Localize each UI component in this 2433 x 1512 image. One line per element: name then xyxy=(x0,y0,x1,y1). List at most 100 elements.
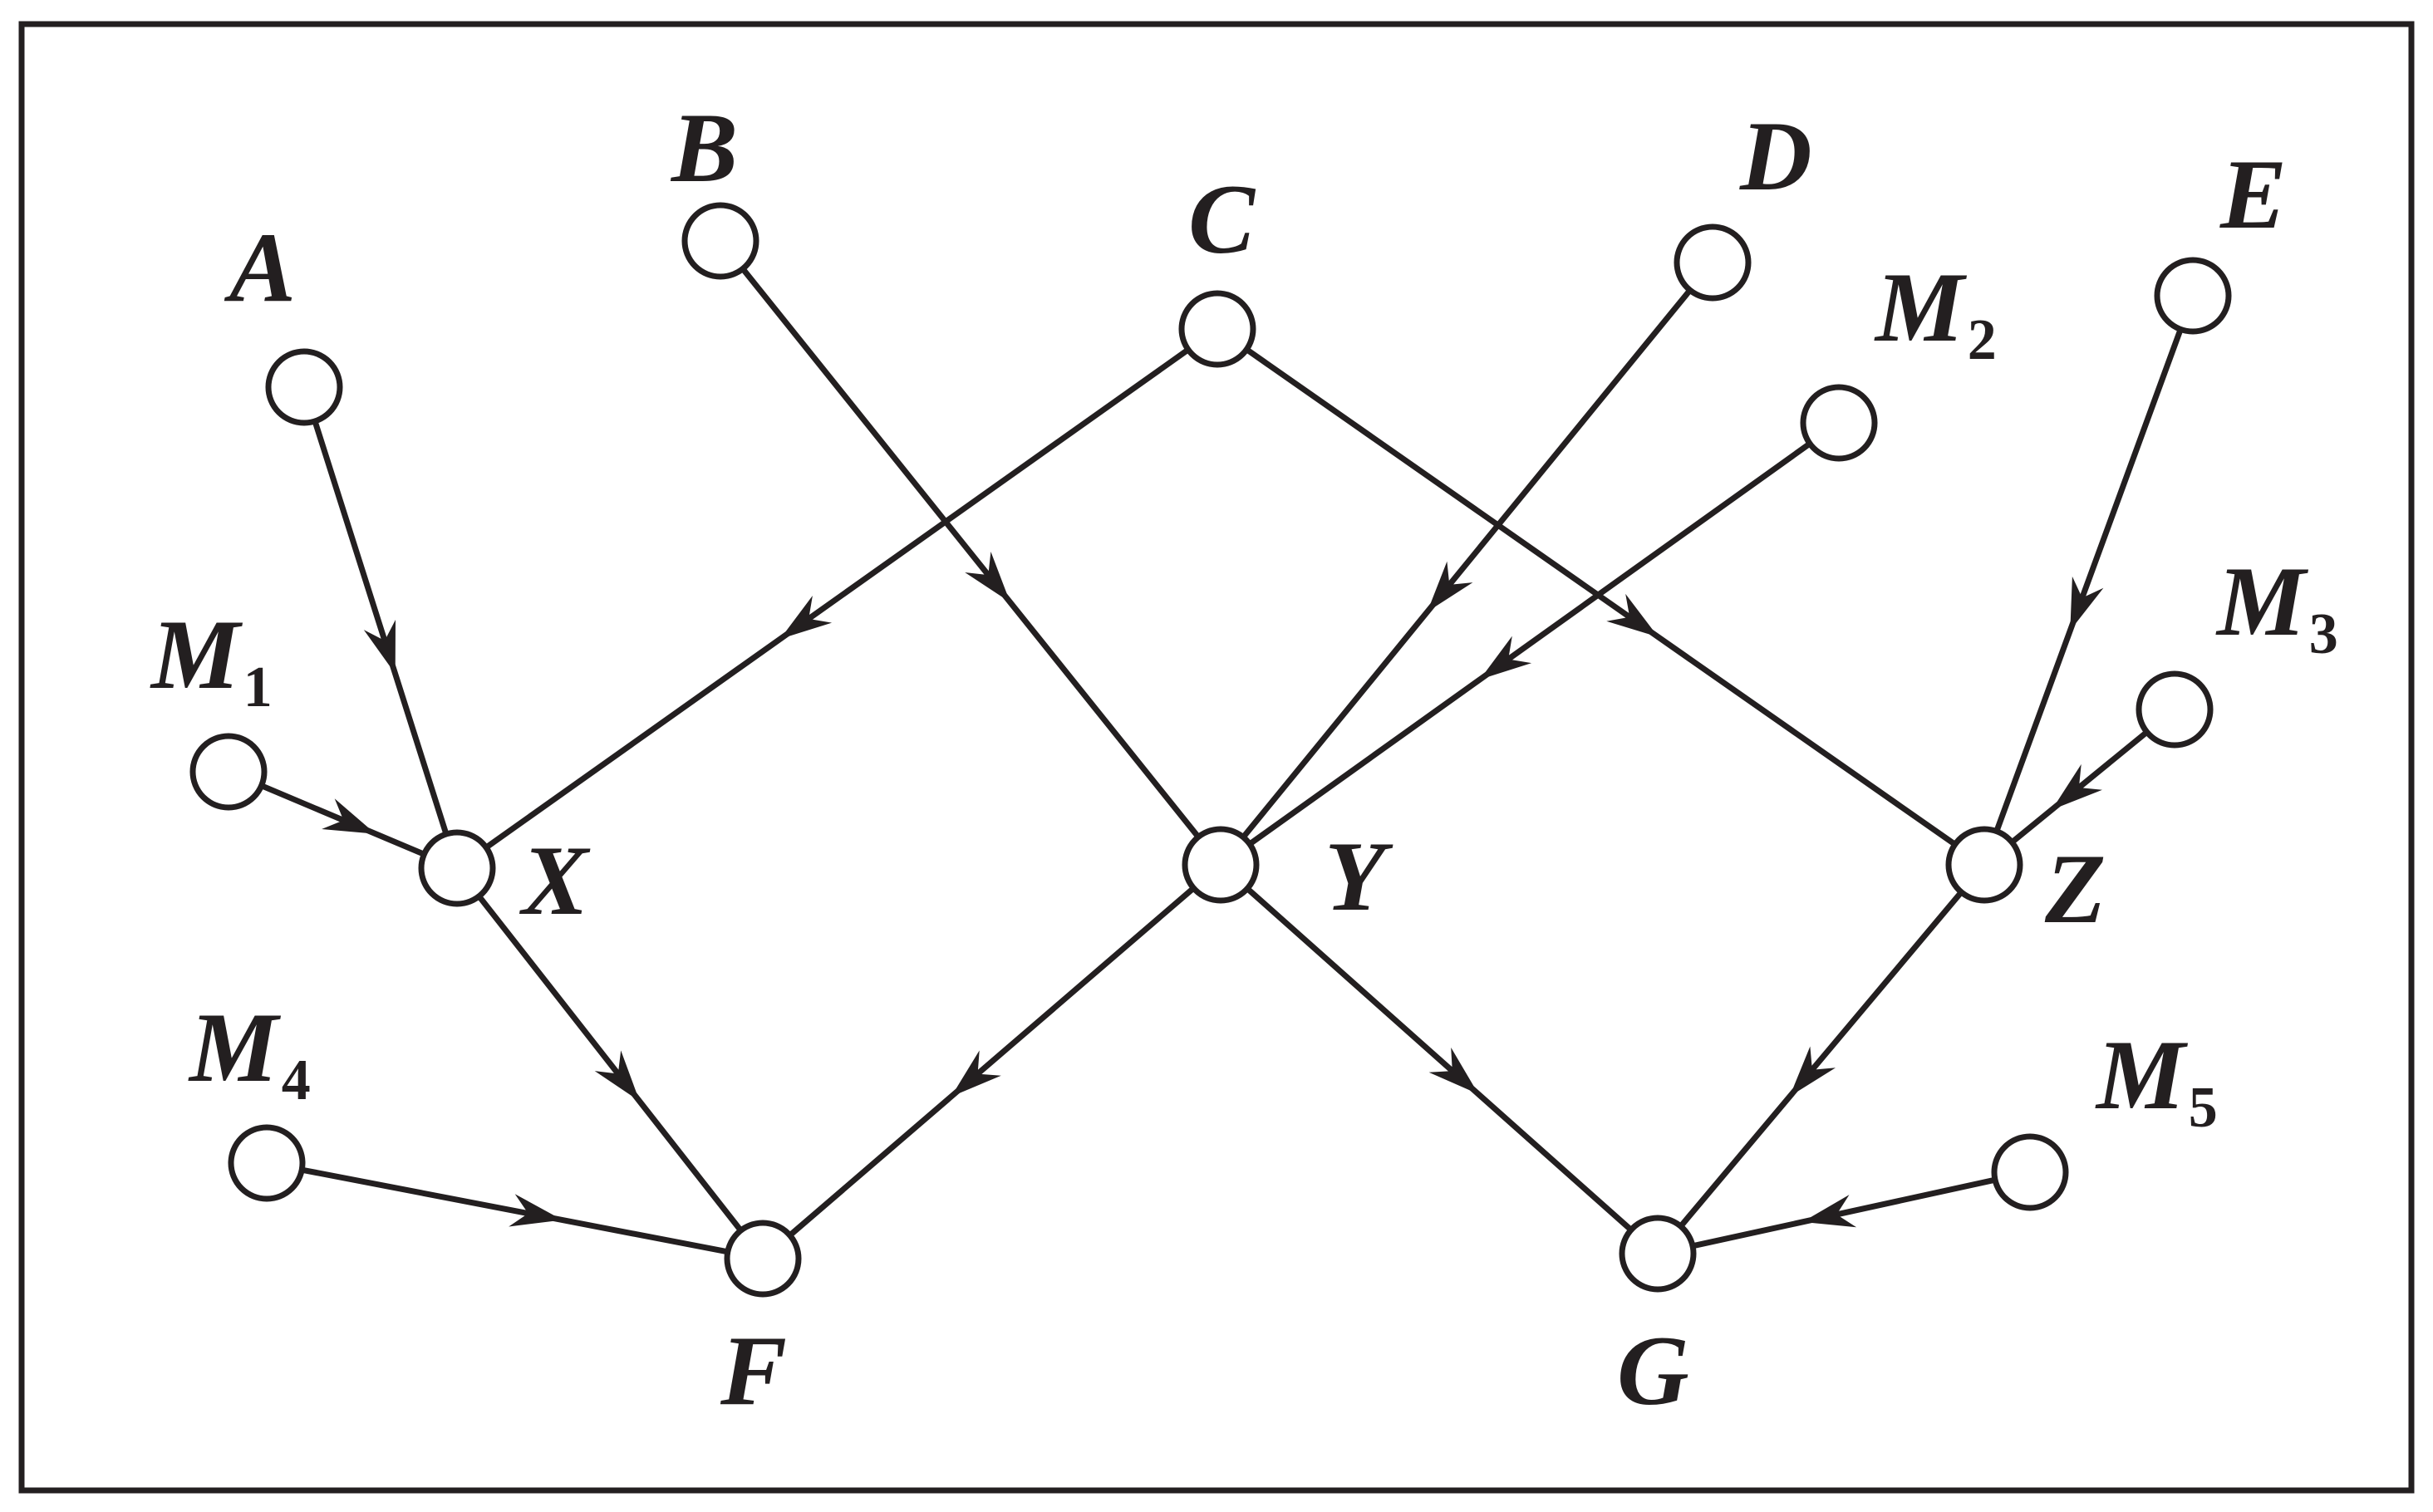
edge-line xyxy=(298,1166,731,1255)
node-label-name: Y xyxy=(1325,821,1393,931)
node-m4 xyxy=(228,1124,306,1202)
node-label-name: C xyxy=(1188,164,1256,274)
node-label-name: X xyxy=(519,825,591,935)
node-d xyxy=(1674,223,1752,302)
edge-line xyxy=(2008,729,2150,846)
node-label-m5: M5 xyxy=(2095,1019,2218,1140)
arrowhead-icon xyxy=(2070,576,2104,631)
nodes-layer xyxy=(189,202,2232,1298)
node-e xyxy=(2154,257,2232,335)
node-label-subscript: 1 xyxy=(243,655,273,719)
node-m3 xyxy=(2136,670,2214,749)
node-label-e: E xyxy=(2219,139,2287,249)
arrowhead-icon xyxy=(363,620,396,675)
arrowhead-icon xyxy=(965,552,1010,602)
node-m1 xyxy=(189,733,268,811)
node-label-name: D xyxy=(1739,101,1812,211)
node-label-subscript: 2 xyxy=(1968,308,1997,372)
edge-line xyxy=(1689,1176,1998,1249)
node-label-name: F xyxy=(720,1315,787,1426)
edge-m5-to-g xyxy=(1689,1176,1998,1249)
node-label-name: G xyxy=(1617,1315,1689,1426)
edge-b-to-y xyxy=(740,266,1202,840)
arrowhead-icon xyxy=(1428,1047,1479,1094)
arrowhead-icon xyxy=(1606,593,1659,637)
node-z xyxy=(1945,826,2023,904)
node-label-z: Z xyxy=(2044,833,2106,944)
arrowhead-icon xyxy=(509,1194,563,1227)
edge-line xyxy=(1240,287,1693,841)
arrowhead-icon xyxy=(1480,636,1532,680)
node-label-x: X xyxy=(519,825,591,935)
edge-y-to-f xyxy=(787,885,1197,1239)
edge-m2-to-y xyxy=(1246,440,1813,847)
node-label-subscript: 5 xyxy=(2189,1076,2218,1140)
node-label-name: B xyxy=(670,92,738,203)
node-label-m2: M2 xyxy=(1874,252,1997,372)
edge-c-to-z xyxy=(1243,346,1959,847)
edge-e-to-z xyxy=(1993,326,2184,835)
arrowhead-icon xyxy=(2052,763,2102,810)
node-label-name: M xyxy=(2095,1019,2189,1130)
node-label-name: M xyxy=(1874,252,1968,362)
node-g xyxy=(1619,1215,1697,1293)
node-f xyxy=(724,1220,802,1298)
edge-x-to-f xyxy=(476,893,744,1234)
arrowhead-icon xyxy=(594,1050,640,1102)
arrowhead-icon xyxy=(1802,1195,1857,1228)
node-label-name: E xyxy=(2219,139,2287,249)
node-label-c: C xyxy=(1188,164,1256,274)
arrowhead-icon xyxy=(1789,1046,1836,1097)
arrowhead-icon xyxy=(779,596,833,640)
edge-z-to-g xyxy=(1678,889,1964,1230)
edge-line xyxy=(787,885,1197,1239)
node-m5 xyxy=(1991,1133,2069,1211)
node-label-subscript: 3 xyxy=(2309,602,2338,666)
edge-line xyxy=(476,893,744,1234)
node-label-d: D xyxy=(1739,101,1812,211)
node-label-name: M xyxy=(2215,546,2309,656)
node-label-m4: M4 xyxy=(188,992,311,1112)
node-x xyxy=(418,829,496,907)
edge-line xyxy=(740,266,1202,840)
node-c xyxy=(1178,290,1256,368)
node-label-subscript: 4 xyxy=(282,1048,311,1112)
arrowhead-icon xyxy=(951,1050,1001,1097)
node-label-b: B xyxy=(670,92,738,203)
edge-m4-to-f xyxy=(298,1166,731,1255)
edge-m1-to-x xyxy=(258,783,427,857)
edge-y-to-g xyxy=(1244,886,1634,1233)
node-a xyxy=(265,348,343,426)
edge-line xyxy=(1678,889,1964,1230)
edge-line xyxy=(1243,346,1959,847)
node-y xyxy=(1182,826,1260,904)
arrowhead-icon xyxy=(322,798,376,834)
edges-layer xyxy=(258,266,2184,1255)
edge-line xyxy=(1993,326,2184,835)
edge-line xyxy=(258,783,427,857)
diagram-frame xyxy=(18,21,2415,1494)
edge-d-to-y xyxy=(1240,287,1693,841)
node-label-m3: M3 xyxy=(2215,546,2338,666)
edge-line xyxy=(312,418,450,837)
node-label-name: M xyxy=(150,599,243,709)
node-m2 xyxy=(1800,384,1878,462)
node-label-name: M xyxy=(188,992,282,1102)
edge-line xyxy=(483,346,1192,851)
node-label-name: A xyxy=(224,212,296,322)
node-label-a: A xyxy=(224,212,296,322)
node-label-f: F xyxy=(720,1315,787,1426)
node-b xyxy=(681,202,759,280)
edge-m3-to-z xyxy=(2008,729,2150,846)
edge-line xyxy=(1244,886,1634,1233)
edge-line xyxy=(1246,440,1813,847)
arrowhead-icon xyxy=(1427,561,1473,612)
node-label-g: G xyxy=(1617,1315,1689,1426)
edge-c-to-x xyxy=(483,346,1192,851)
node-label-name: Z xyxy=(2044,833,2106,944)
node-label-y: Y xyxy=(1325,821,1393,931)
edge-a-to-x xyxy=(312,418,450,837)
node-label-m1: M1 xyxy=(150,599,273,719)
